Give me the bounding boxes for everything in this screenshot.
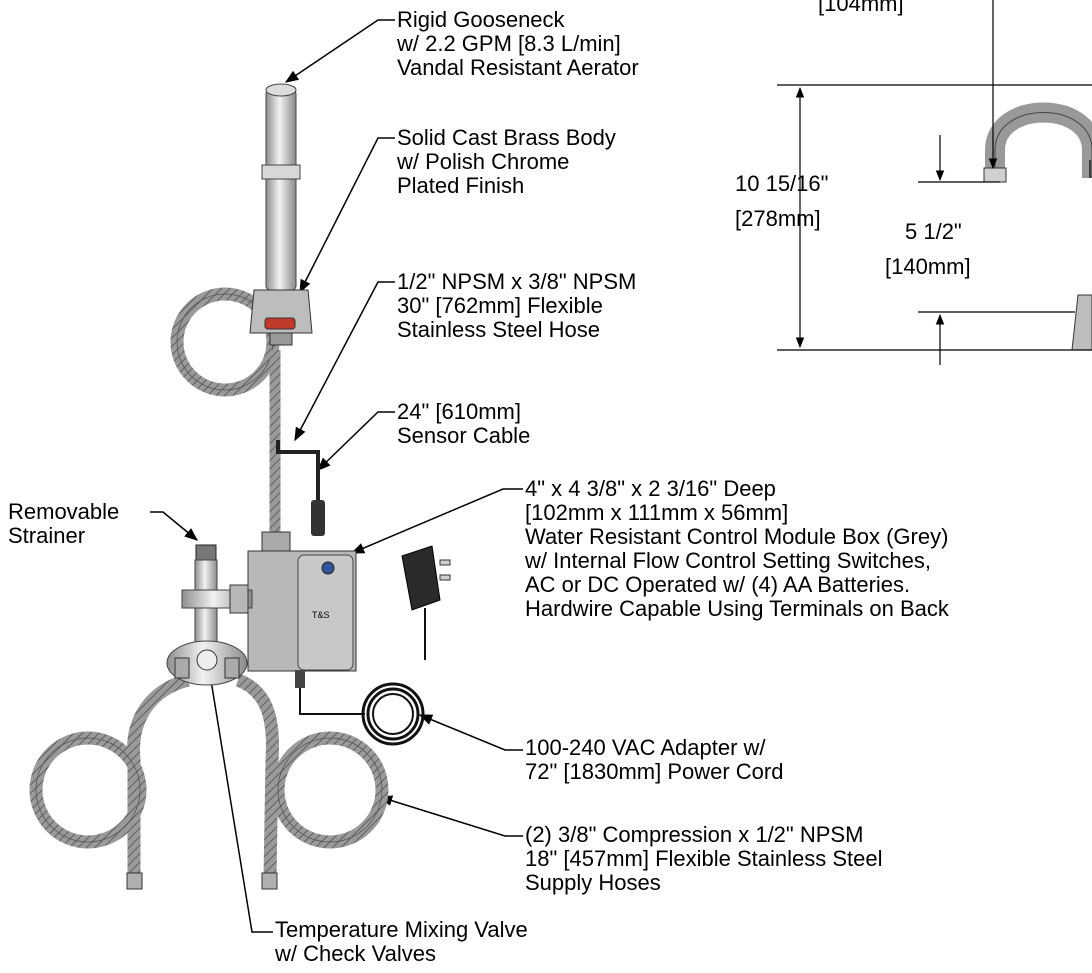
label-strainer: Removable Strainer: [8, 500, 119, 548]
dim-spout-in: 5 1/2": [905, 219, 962, 244]
svg-text:T&S: T&S: [312, 610, 330, 620]
label-sensor-cable: 24" [610mm] Sensor Cable: [397, 400, 530, 448]
leader-cable: [317, 411, 395, 471]
label-body-line1: Solid Cast Brass Body: [397, 125, 616, 150]
label-hose-line3: Stainless Steel Hose: [397, 317, 600, 342]
label-box-line2: [102mm x 111mm x 56mm]: [525, 500, 789, 525]
label-hose-line1: 1/2" NPSM x 3/8" NPSM: [397, 269, 637, 294]
mixing-valve-assembly: [166, 544, 253, 686]
battery-cover: [297, 554, 354, 671]
label-adapter-line1: 100-240 VAC Adapter w/: [525, 735, 766, 760]
label-strainer-line1: Removable: [8, 499, 120, 524]
label-box-line5: AC or DC Operated w/ (4) AA Batteries.: [525, 572, 911, 597]
label-control-box: 4" x 4 3/8" x 2 3/16" Deep [102mm x 111m…: [525, 477, 949, 621]
label-supply-line2: 18" [457mm] Flexible Stainless Steel: [525, 846, 883, 871]
dim-spout-mm: [140mm]: [885, 254, 971, 279]
faucet: [249, 83, 313, 346]
sensor-window: [264, 317, 296, 330]
gooseneck-spout: [265, 89, 297, 291]
label-body-line3: Plated Finish: [397, 173, 525, 198]
status-led-icon: [321, 561, 335, 575]
leader-valve: [204, 660, 273, 933]
label-supply-line3: Supply Hoses: [525, 870, 661, 895]
label-gooseneck-line1: Rigid Gooseneck: [397, 7, 565, 32]
label-brass-body: Solid Cast Brass Body w/ Polish Chrome P…: [397, 126, 616, 198]
label-body-line2: w/ Polish Chrome: [397, 149, 570, 174]
control-module-box: T&S: [247, 531, 357, 688]
flex-hoses: [29, 287, 389, 890]
right-supply-hose: [235, 673, 279, 879]
leader-box: [350, 488, 523, 554]
label-cable-line2: Sensor Cable: [397, 423, 531, 448]
leader-gooseneck: [284, 19, 395, 83]
label-valve-line1: Temperature Mixing Valve: [275, 917, 528, 942]
label-box-line6: Hardwire Capable Using Terminals on Back: [525, 596, 949, 621]
label-cable-line1: 24" [610mm]: [397, 399, 521, 424]
leader-body: [299, 137, 395, 294]
label-mixing-valve: Temperature Mixing Valve w/ Check Valves: [275, 918, 528, 966]
sensor-cable-connector: [311, 500, 325, 536]
side-body: [1071, 294, 1092, 351]
leader-strainer: [150, 511, 199, 541]
dim-height-in: 10 15/16": [735, 171, 829, 196]
dimension-lines: [777, 0, 1092, 365]
label-strainer-line2: Strainer: [8, 523, 86, 548]
leader-supply: [378, 795, 523, 837]
label-box-line3: Water Resistant Control Module Box (Grey…: [525, 524, 949, 549]
label-adapter-line2: 72" [1830mm] Power Cord: [525, 759, 784, 784]
label-box-line1: 4" x 4 3/8" x 2 3/16" Deep: [525, 476, 776, 501]
label-supply-hoses: (2) 3/8" Compression x 1/2" NPSM 18" [45…: [525, 823, 883, 895]
ac-adapter-assembly: [299, 545, 451, 746]
leader-adapter: [418, 714, 523, 751]
ac-adapter: [401, 545, 441, 611]
side-elevation: [983, 102, 1092, 351]
label-box-line4: w/ Internal Flow Control Setting Switche…: [525, 548, 931, 573]
sensor-cable: [276, 440, 320, 520]
label-gooseneck-line2: w/ 2.2 GPM [8.3 L/min]: [397, 31, 621, 56]
label-valve-line2: w/ Check Valves: [275, 941, 436, 966]
label-gooseneck-line3: Vandal Resistant Aerator: [397, 55, 639, 80]
left-supply-coil: [29, 731, 147, 849]
label-ac-adapter: 100-240 VAC Adapter w/ 72" [1830mm] Powe…: [525, 736, 783, 784]
spout-collar: [261, 164, 301, 180]
label-flex-hose: 1/2" NPSM x 3/8" NPSM 30" [762mm] Flexib…: [397, 270, 636, 342]
leader-lines: [150, 19, 523, 933]
dim-top-mm: [104mm]: [818, 0, 904, 16]
right-supply-coil: [271, 731, 389, 849]
leader-hose: [294, 281, 395, 442]
label-gooseneck: Rigid Gooseneck w/ 2.2 GPM [8.3 L/min] V…: [397, 8, 639, 80]
label-supply-line1: (2) 3/8" Compression x 1/2" NPSM: [525, 822, 864, 847]
label-hose-line2: 30" [762mm] Flexible: [397, 293, 603, 318]
